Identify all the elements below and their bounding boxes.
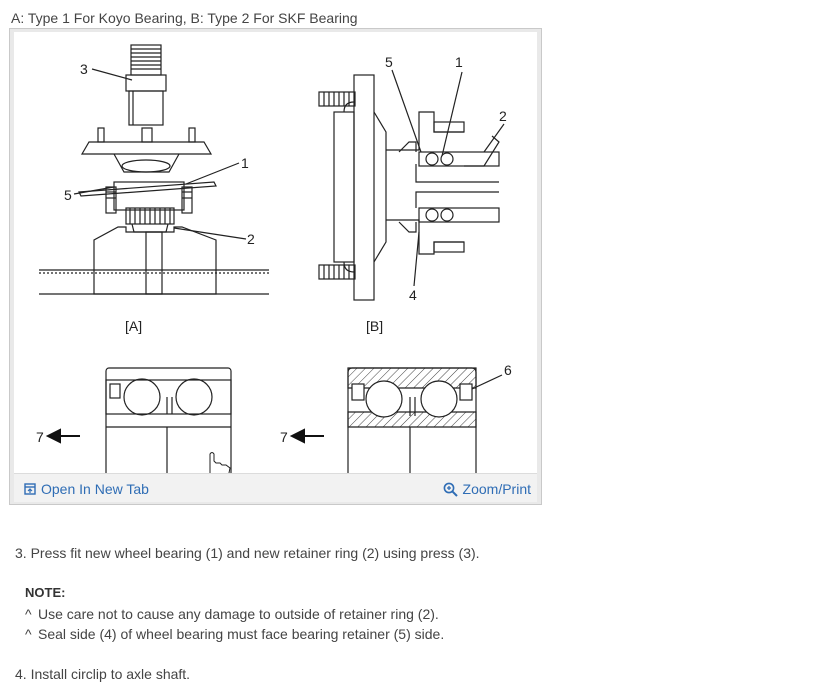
hand-cursor-icon bbox=[209, 452, 231, 473]
bearing-diagram: 3 5 1 2 [A] 5 1 2 4 [B] 6 7 7 bbox=[36, 44, 512, 473]
callout-3-a: 3 bbox=[80, 61, 88, 77]
figure-caption: A: Type 1 For Koyo Bearing, B: Type 2 Fo… bbox=[11, 10, 358, 26]
callout-5-b: 5 bbox=[385, 54, 393, 70]
callout-4-b: 4 bbox=[409, 287, 417, 303]
callout-1-b: 1 bbox=[455, 54, 463, 70]
callout-7-left: 7 bbox=[36, 429, 44, 445]
zoom-print-label: Zoom/Print bbox=[462, 481, 531, 497]
zoom-print-link[interactable]: Zoom/Print bbox=[443, 481, 531, 497]
note-item-2: ^ Seal side (4) of wheel bearing must fac… bbox=[25, 626, 444, 642]
figure-viewport: 3 5 1 2 [A] 5 1 2 4 [B] 6 7 7 Open In Ne… bbox=[14, 32, 537, 502]
callout-5-a: 5 bbox=[64, 187, 72, 203]
caret-bullet: ^ bbox=[25, 606, 32, 622]
callout-7-right: 7 bbox=[280, 429, 288, 445]
caret-bullet: ^ bbox=[25, 626, 32, 642]
note-text-1: Use care not to cause any damage to outs… bbox=[38, 606, 439, 622]
callout-2-b: 2 bbox=[499, 108, 507, 124]
step-4: 4. Install circlip to axle shaft. bbox=[15, 666, 191, 682]
callout-2-a: 2 bbox=[247, 231, 255, 247]
figure-toolbar: Open In New Tab Zoom/Print bbox=[14, 473, 537, 502]
note-text-2: Seal side (4) of wheel bearing must face… bbox=[38, 626, 445, 642]
procedure-steps: 3. Press fit new wheel bearing (1) and n… bbox=[15, 544, 805, 562]
note-item-1: ^ Use care not to cause any damage to out… bbox=[25, 606, 439, 622]
callout-6: 6 bbox=[504, 362, 512, 378]
note-title: NOTE: bbox=[25, 585, 66, 600]
new-tab-icon bbox=[24, 483, 36, 495]
figure-frame: 3 5 1 2 [A] 5 1 2 4 [B] 6 7 7 Open In Ne… bbox=[9, 28, 542, 505]
label-b: [B] bbox=[366, 318, 383, 334]
step-3: 3. Press fit new wheel bearing (1) and n… bbox=[15, 545, 480, 561]
zoom-icon bbox=[443, 482, 458, 497]
open-in-new-tab-label: Open In New Tab bbox=[41, 481, 149, 497]
open-in-new-tab-link[interactable]: Open In New Tab bbox=[24, 481, 149, 497]
callout-1-a: 1 bbox=[241, 155, 249, 171]
label-a: [A] bbox=[125, 318, 142, 334]
